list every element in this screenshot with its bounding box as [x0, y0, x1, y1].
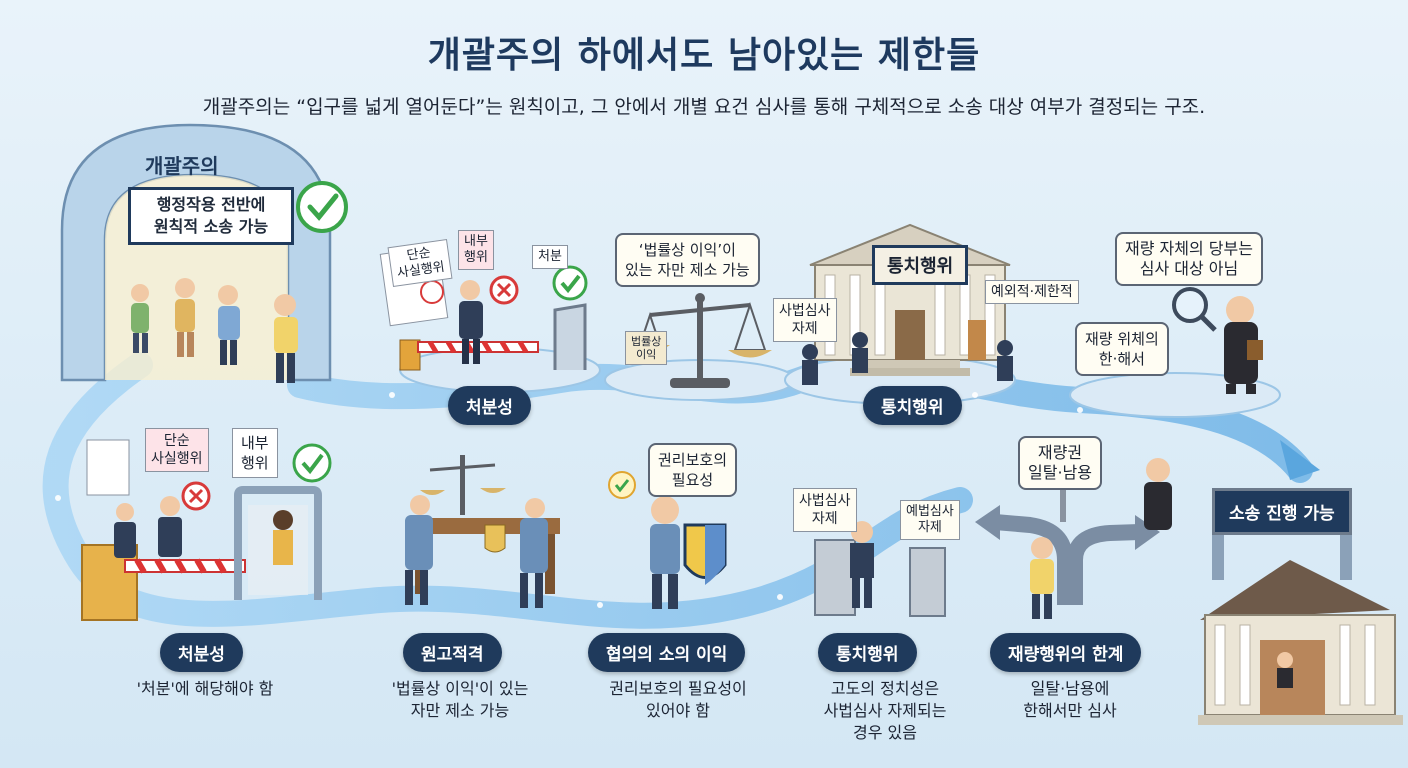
top3-building-sign: 통치행위: [872, 245, 969, 285]
page-subtitle: 개괄주의는 “입구를 넓게 열어둔다”는 원칙이고, 그 안에서 개별 요건 심…: [202, 96, 1206, 118]
b1-note-internal: 내부 행위: [232, 428, 278, 478]
step-desc-2: '법률상 이익'이 있는 자만 제소 가능: [365, 678, 555, 722]
top3-sign-judicial-restraint: 사법심사 자제: [773, 298, 837, 342]
b5-sign: 재량권 일탈·남용: [1018, 436, 1102, 490]
top3-sign-a-line1: 사법심사: [779, 303, 831, 319]
step-desc-1-line1: '처분'에 해당해야 함: [136, 679, 274, 698]
magnifier-icon: [1172, 287, 1208, 323]
top1-note-simple-fact: 단순 사실행위: [387, 239, 453, 287]
top4-sign: 재량 위체의 한·해서: [1075, 322, 1169, 376]
b4-sign-a-line1: 사법심사: [799, 493, 851, 509]
step-label-4: 통치행위: [818, 633, 917, 672]
scene-bottom-2: [405, 455, 560, 608]
top4-bubble: 재량 자체의 당부는 심사 대상 아님: [1115, 232, 1263, 286]
top2-bubble-line1: ‘법률상 이익’이: [638, 241, 736, 259]
top1-note-internal-line1: 내부: [464, 234, 488, 249]
b1-note-internal-line1: 내부: [241, 434, 269, 452]
b4-sign-a-line2: 자제: [811, 511, 838, 527]
top3-label: 통치행위: [863, 386, 962, 425]
step-desc-1: '처분'에 해당해야 함: [110, 678, 300, 700]
final-sign: 소송 진행 가능: [1212, 488, 1352, 535]
step-desc-3: 권리보호의 필요성이 있어야 함: [578, 678, 778, 722]
lightbulb-icon: [608, 471, 636, 499]
top2-scale-tag-line2: 이익: [636, 348, 657, 361]
top2-bubble: ‘법률상 이익’이 있는 자만 제소 가능: [615, 233, 760, 287]
b5-sign-line2: 일탈·남용: [1028, 463, 1092, 482]
gate-check-icon: [296, 181, 348, 233]
gate-sign-line2: 원칙적 소송 가능: [153, 217, 269, 236]
path-arrow-head: [1280, 440, 1320, 480]
step-desc-5-line2: 한해서만 심사: [1023, 701, 1117, 720]
approve-icon: [552, 265, 588, 301]
step-label-5: 재량행위의 한계: [990, 633, 1142, 672]
check-icon-bottom: [292, 443, 332, 483]
b4-sign-b-line2: 자제: [917, 520, 942, 535]
scene-bottom-5: [975, 458, 1172, 619]
gate-label: 개괄주의: [145, 154, 219, 178]
step-desc-5: 일탈·남용에 한해서만 심사: [975, 678, 1165, 722]
people-group: [131, 278, 298, 383]
step-desc-3-line2: 있어야 함: [646, 701, 710, 720]
top1-note-internal-line2: 행위: [464, 250, 488, 265]
step-label-2: 원고적격: [403, 633, 502, 672]
court-building: [1198, 510, 1403, 725]
gate-sign-line1: 행정작용 전반에: [156, 195, 266, 214]
step-desc-2-line2: 자만 제소 가능: [410, 701, 510, 720]
step-desc-2-line1: '법률상 이익'이 있는: [391, 679, 529, 698]
b1-note-line1: 단순: [163, 433, 190, 449]
step-label-1: 처분성: [160, 633, 243, 672]
step-desc-3-line1: 권리보호의 필요성이: [609, 679, 747, 698]
top4-sign-line2: 한·해서: [1098, 350, 1145, 368]
top4-bubble-line2: 심사 대상 아님: [1139, 259, 1239, 278]
b1-note-simple-fact: 단순 사실행위: [145, 428, 209, 472]
top4-sign-line1: 재량 위체의: [1085, 330, 1159, 348]
step-desc-5-line1: 일탈·남용에: [1030, 679, 1110, 698]
top2-scale-tag-line1: 법률상: [631, 335, 662, 348]
b3-bubble: 권리보호의 필요성: [648, 443, 738, 497]
top4-bubble-line1: 재량 자체의 당부는: [1125, 239, 1253, 258]
gate-sign: 행정작용 전반에 원칙적 소송 가능: [128, 187, 294, 245]
top1-note-disposition: 처분: [532, 245, 568, 269]
sparkles: [55, 392, 1083, 608]
b3-bubble-line1: 권리보호의: [658, 451, 728, 469]
step-label-3: 협의의 소의 이익: [588, 633, 746, 672]
b5-sign-line1: 재량권: [1037, 443, 1083, 462]
step-desc-4-line2: 사법심사 자제되는: [823, 701, 947, 720]
scene-bottom-3: [608, 471, 727, 609]
scene-top-4: [1172, 287, 1263, 394]
b4-sign-a: 사법심사 자제: [793, 488, 857, 532]
scene-bottom-4: [814, 521, 946, 617]
b3-bubble-line2: 필요성: [671, 471, 714, 489]
top2-scale-tag: 법률상 이익: [625, 331, 668, 365]
top1-note-internal: 내부 행위: [458, 230, 494, 270]
b4-sign-b-line1: 예법심사: [906, 504, 954, 519]
scene-bottom-1: [81, 439, 332, 621]
b1-note-line2: 사실행위: [151, 451, 203, 467]
step-desc-4-line1: 고도의 정치성은: [830, 679, 940, 698]
top2-bubble-line2: 있는 자만 제소 가능: [625, 261, 750, 279]
top1-label: 처분성: [448, 386, 531, 425]
b4-sign-b: 예법심사 자제: [900, 500, 960, 540]
step-desc-4: 고도의 정치성은 사법심사 자제되는 경우 있음: [790, 678, 980, 744]
top3-sign-a-line2: 자제: [791, 321, 818, 337]
step-desc-4-line3: 경우 있음: [853, 723, 917, 742]
page-title: 개괄주의 하에서도 남아있는 제한들: [427, 35, 981, 76]
b1-note-internal-line2: 행위: [241, 454, 269, 472]
top3-sign-exceptional: 예외적·제한적: [985, 280, 1079, 304]
